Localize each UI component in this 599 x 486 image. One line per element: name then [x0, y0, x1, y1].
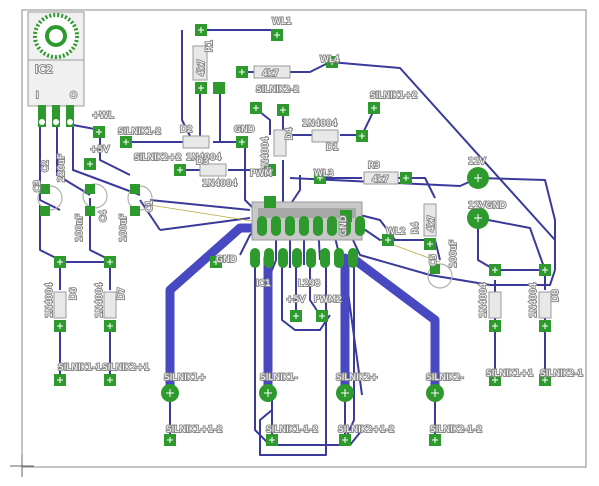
c-220uf-label: 220uF [57, 154, 67, 182]
silnik2-plus-1-2-label: SILNIK2+1-2 [338, 425, 395, 435]
ic2-label: IC2 [35, 63, 53, 76]
silnik1-plus-2-label: SILNIK1+2 [370, 91, 418, 101]
silnik2-plus-1-label: SILNIK2+1 [102, 363, 150, 373]
plus-wl-label: +WL [92, 111, 113, 121]
d6-value: 1N4004 [45, 282, 55, 318]
d1-label: D1 [326, 143, 339, 153]
d7-label: D7 [117, 287, 127, 300]
d3-label: D3 [196, 157, 209, 167]
wl2-label: WL2 [386, 227, 406, 237]
silnik2-1-label: SILNIK2-1 [540, 369, 583, 379]
power-traces [165, 223, 440, 398]
drill-marks [57, 27, 548, 443]
wl1-label: WL1 [272, 17, 292, 27]
r4-label: R4 [411, 222, 421, 234]
origin-marker [10, 455, 34, 477]
ic2-pin-o: O [70, 91, 77, 101]
gnd2-label: GND [216, 255, 237, 265]
d6-label: D6 [69, 287, 79, 300]
pwm-label: PWM [250, 169, 272, 179]
c2-label: C2 [41, 160, 51, 172]
silnik1-2-label: SILNIK1-2 [118, 127, 161, 137]
c-100uf-label: 100uF [119, 214, 129, 242]
silnik1-plus-1-2-label: SILNIK1+1-2 [166, 425, 223, 435]
silnik1-minus-label: SILNIK1- [260, 373, 298, 383]
d7-value: 1N4004 [95, 282, 105, 318]
silnik2-plus-label: SILNIK2+ [336, 373, 378, 383]
r3-value: 4k7 [372, 175, 389, 185]
ic1-label: IC1 [256, 279, 271, 289]
c3-label: C3 [33, 180, 43, 192]
d8-value: 1N4004 [529, 282, 539, 318]
c4-label: C4 [99, 210, 109, 222]
ic2-pin-i: I [36, 91, 39, 101]
r1-value: 4k7 [197, 59, 207, 76]
r1-label: R1 [205, 40, 215, 52]
l298-pads [250, 216, 365, 268]
wl4-label: WL4 [320, 55, 340, 65]
v5b-label: +5V [286, 295, 306, 305]
d5-value: 1N4004 [202, 179, 238, 189]
r3-label: R3 [368, 161, 380, 171]
v5-label: +5V [90, 145, 110, 155]
silnik1-plus-1-label: SILNIK1+1 [486, 369, 534, 379]
d1-value: 1N4004 [302, 119, 338, 129]
silnik1-1-label: SILNIK1-1 [58, 363, 101, 373]
d4-label: D4 [285, 127, 295, 140]
resistor-bodies [192, 45, 437, 237]
diode-bodies [53, 129, 552, 319]
d2-value: 1N4004 [186, 153, 222, 163]
c-100uf2-label: 100uF [449, 240, 459, 268]
pwm2-label: PWM2 [314, 295, 342, 305]
silnik1-plus-label: SILNIK1+ [164, 373, 206, 383]
labels: WL1 R1 4k7 4k7 WL4 SILNIK2-2 SILNIK1+2 +… [32, 16, 584, 436]
r2-value: 4k7 [262, 69, 279, 79]
d2-label: D2 [180, 125, 193, 135]
d4b-value: 1N4004 [479, 282, 489, 318]
r4-value: 4k7 [427, 215, 437, 232]
c-100nf-label: 100nF [75, 214, 85, 242]
c1-label: C1 [145, 200, 155, 212]
d8-label: D8 [551, 289, 561, 302]
ic2-regulator: IC2 I O [27, 11, 85, 127]
board-outline [21, 9, 587, 468]
silnik2-2-label: SILNIK2-2 [256, 85, 299, 95]
gnd3-label: GND [339, 215, 349, 236]
silnik2-plus-2-label: SILNIK2+2 [134, 153, 182, 163]
silnik2-minus-label: SILNIK2- [426, 373, 464, 383]
l298-label: L298 [298, 279, 320, 289]
v12gnd-label: 12VGND [468, 201, 506, 211]
v12-label: 12V [468, 157, 486, 167]
d4-value: 1N4004 [261, 136, 271, 172]
c5-label: C5 [429, 254, 439, 266]
gnd-label: GND [234, 125, 255, 135]
silnik1-1-2-label: SILNIK1-1-2 [266, 425, 318, 435]
silnik2-1-2-label: SILNIK2-1-2 [430, 425, 482, 435]
wl3-label: WL3 [314, 169, 334, 179]
